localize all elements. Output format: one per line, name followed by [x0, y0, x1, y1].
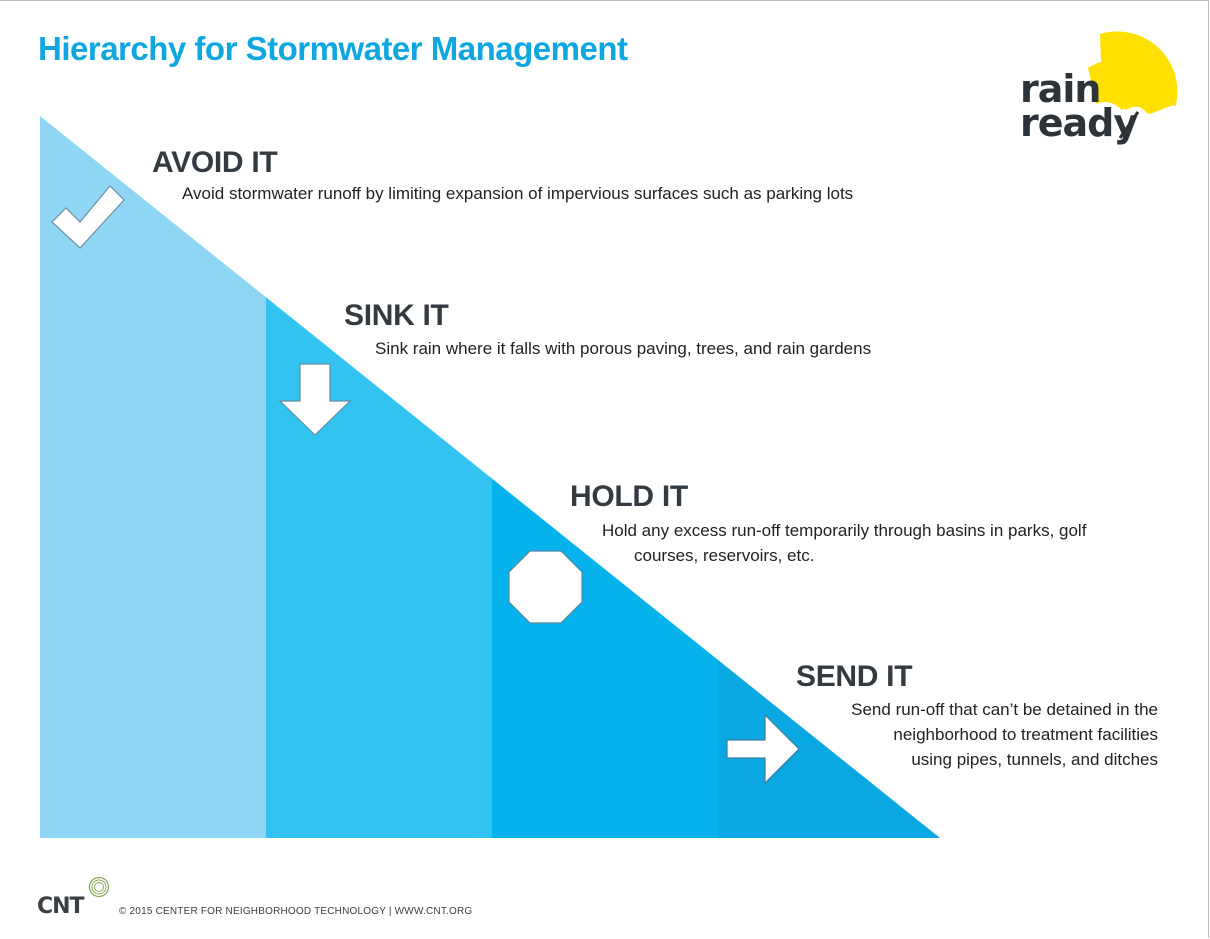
logo-line-ready: ready — [1020, 101, 1138, 145]
right-arrow-icon — [726, 713, 800, 785]
step-description-send-line3: using pipes, tunnels, and ditches — [911, 750, 1158, 769]
tier-hold — [492, 116, 718, 838]
step-description-hold-line1: Hold any excess run-off temporarily thro… — [602, 521, 1087, 540]
footer: CNT © 2015 CENTER FOR NEIGHBORHOOD TECHN… — [37, 876, 637, 920]
page-title: Hierarchy for Stormwater Management — [38, 30, 628, 67]
logo-wordmark: rain ready — [1020, 67, 1138, 145]
step-heading-send: SEND IT — [796, 660, 913, 693]
down-arrow-icon — [278, 363, 352, 436]
step-heading-avoid: AVOID IT — [152, 146, 278, 179]
step-heading-sink: SINK IT — [344, 299, 449, 332]
step-description-avoid: Avoid stormwater runoff by limiting expa… — [182, 184, 854, 203]
umbrella-icon — [1088, 31, 1178, 139]
tier-avoid — [40, 116, 266, 838]
step-description-send-line1: Send run-off that can’t be detained in t… — [851, 700, 1158, 719]
checkmark-icon — [51, 185, 125, 249]
cnt-logo: CNT — [37, 894, 85, 919]
step-description-hold-line2: courses, reservoirs, etc. — [634, 546, 815, 565]
tier-sink — [266, 116, 492, 838]
step-heading-hold: HOLD IT — [570, 480, 688, 513]
logo-line-rain: rain — [1020, 67, 1101, 111]
step-description-sink: Sink rain where it falls with porous pav… — [375, 339, 872, 358]
rain-ready-logo: rain ready — [1000, 28, 1180, 148]
octagon-icon — [508, 550, 583, 624]
copyright-text: © 2015 CENTER FOR NEIGHBORHOOD TECHNOLOG… — [119, 906, 473, 917]
cnt-ring-icon — [88, 876, 110, 898]
step-description-send-line2: neighborhood to treatment facilities — [893, 725, 1158, 744]
